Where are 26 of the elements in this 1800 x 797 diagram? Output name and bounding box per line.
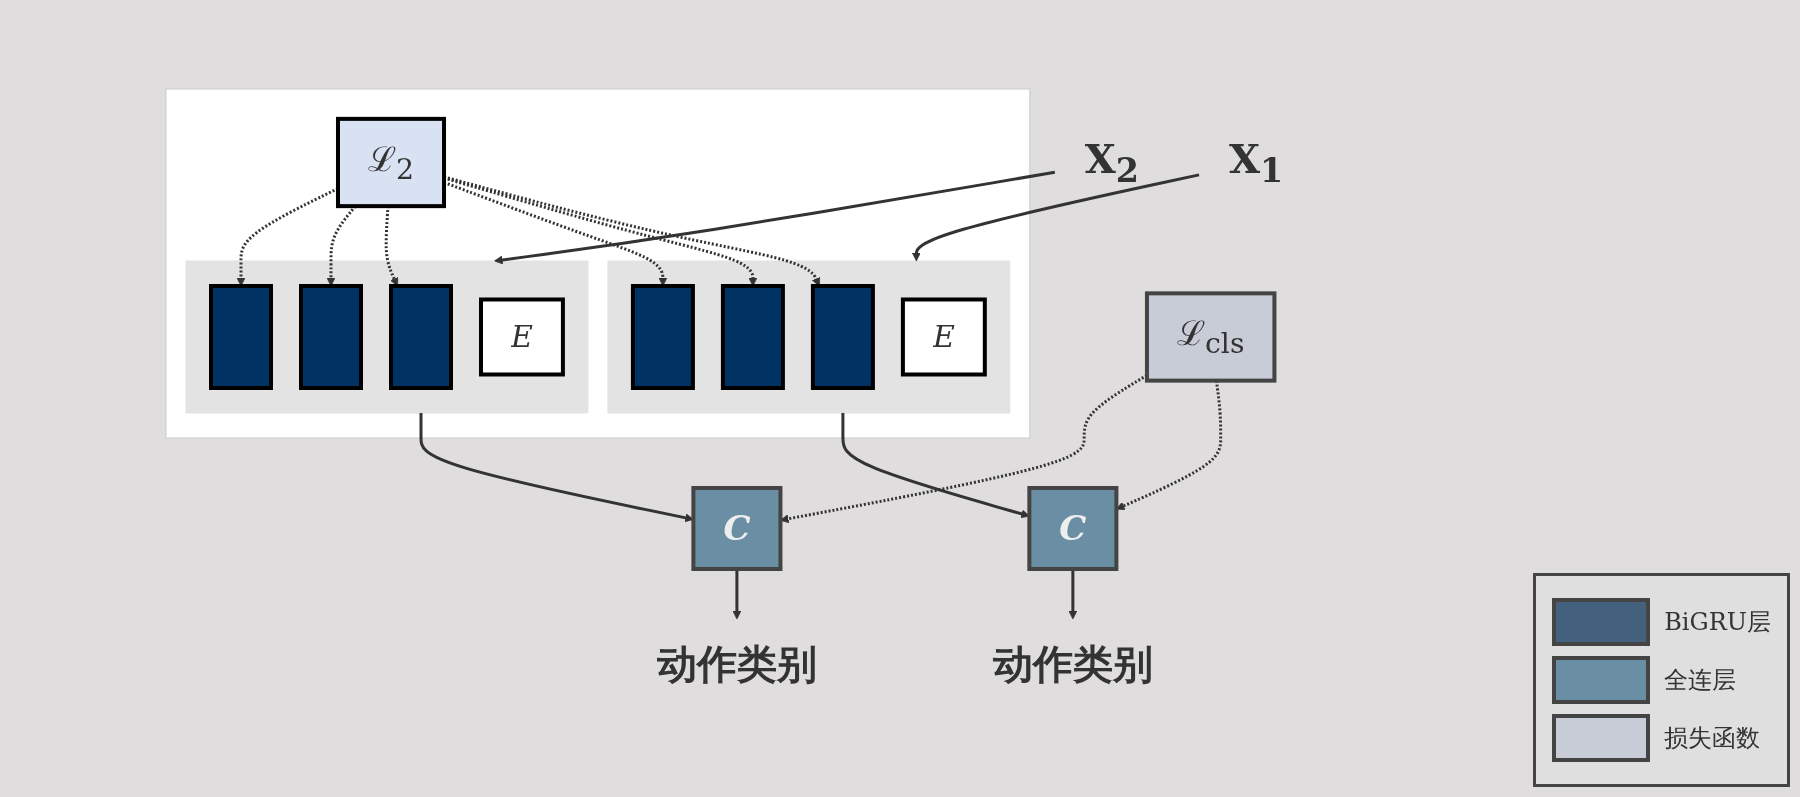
- cluster: [185, 260, 589, 413]
- arrow: [912, 172, 1200, 261]
- node-text: 动作类别: [993, 639, 1154, 687]
- node-bar: [631, 283, 696, 390]
- arrow: [494, 170, 1056, 264]
- node-box: E: [901, 297, 988, 376]
- node-bar: [811, 283, 876, 390]
- node-box: ℒ$_{cls}$: [1145, 290, 1277, 383]
- node-bar: [299, 283, 364, 390]
- node-text: X$_{2}$: [1085, 134, 1140, 190]
- node-box: ℒ$_{2}$: [336, 116, 447, 208]
- legend-label: 全连层: [1664, 665, 1737, 696]
- legend-label: 损失函数: [1664, 723, 1761, 754]
- cluster: [165, 88, 1031, 438]
- node-text: 动作类别: [657, 639, 818, 687]
- cluster: [607, 260, 1011, 413]
- node-box: C: [1027, 485, 1119, 571]
- arrow: [1068, 568, 1078, 619]
- node-bar: [209, 283, 274, 390]
- arrow: [732, 568, 742, 619]
- legend-label: BiGRU层: [1664, 607, 1771, 638]
- node-bar: [721, 283, 786, 390]
- node-text: X$_{1}$: [1229, 134, 1284, 190]
- node-bar: [389, 283, 454, 390]
- node-box: C: [691, 485, 783, 571]
- node-box: E: [479, 297, 566, 376]
